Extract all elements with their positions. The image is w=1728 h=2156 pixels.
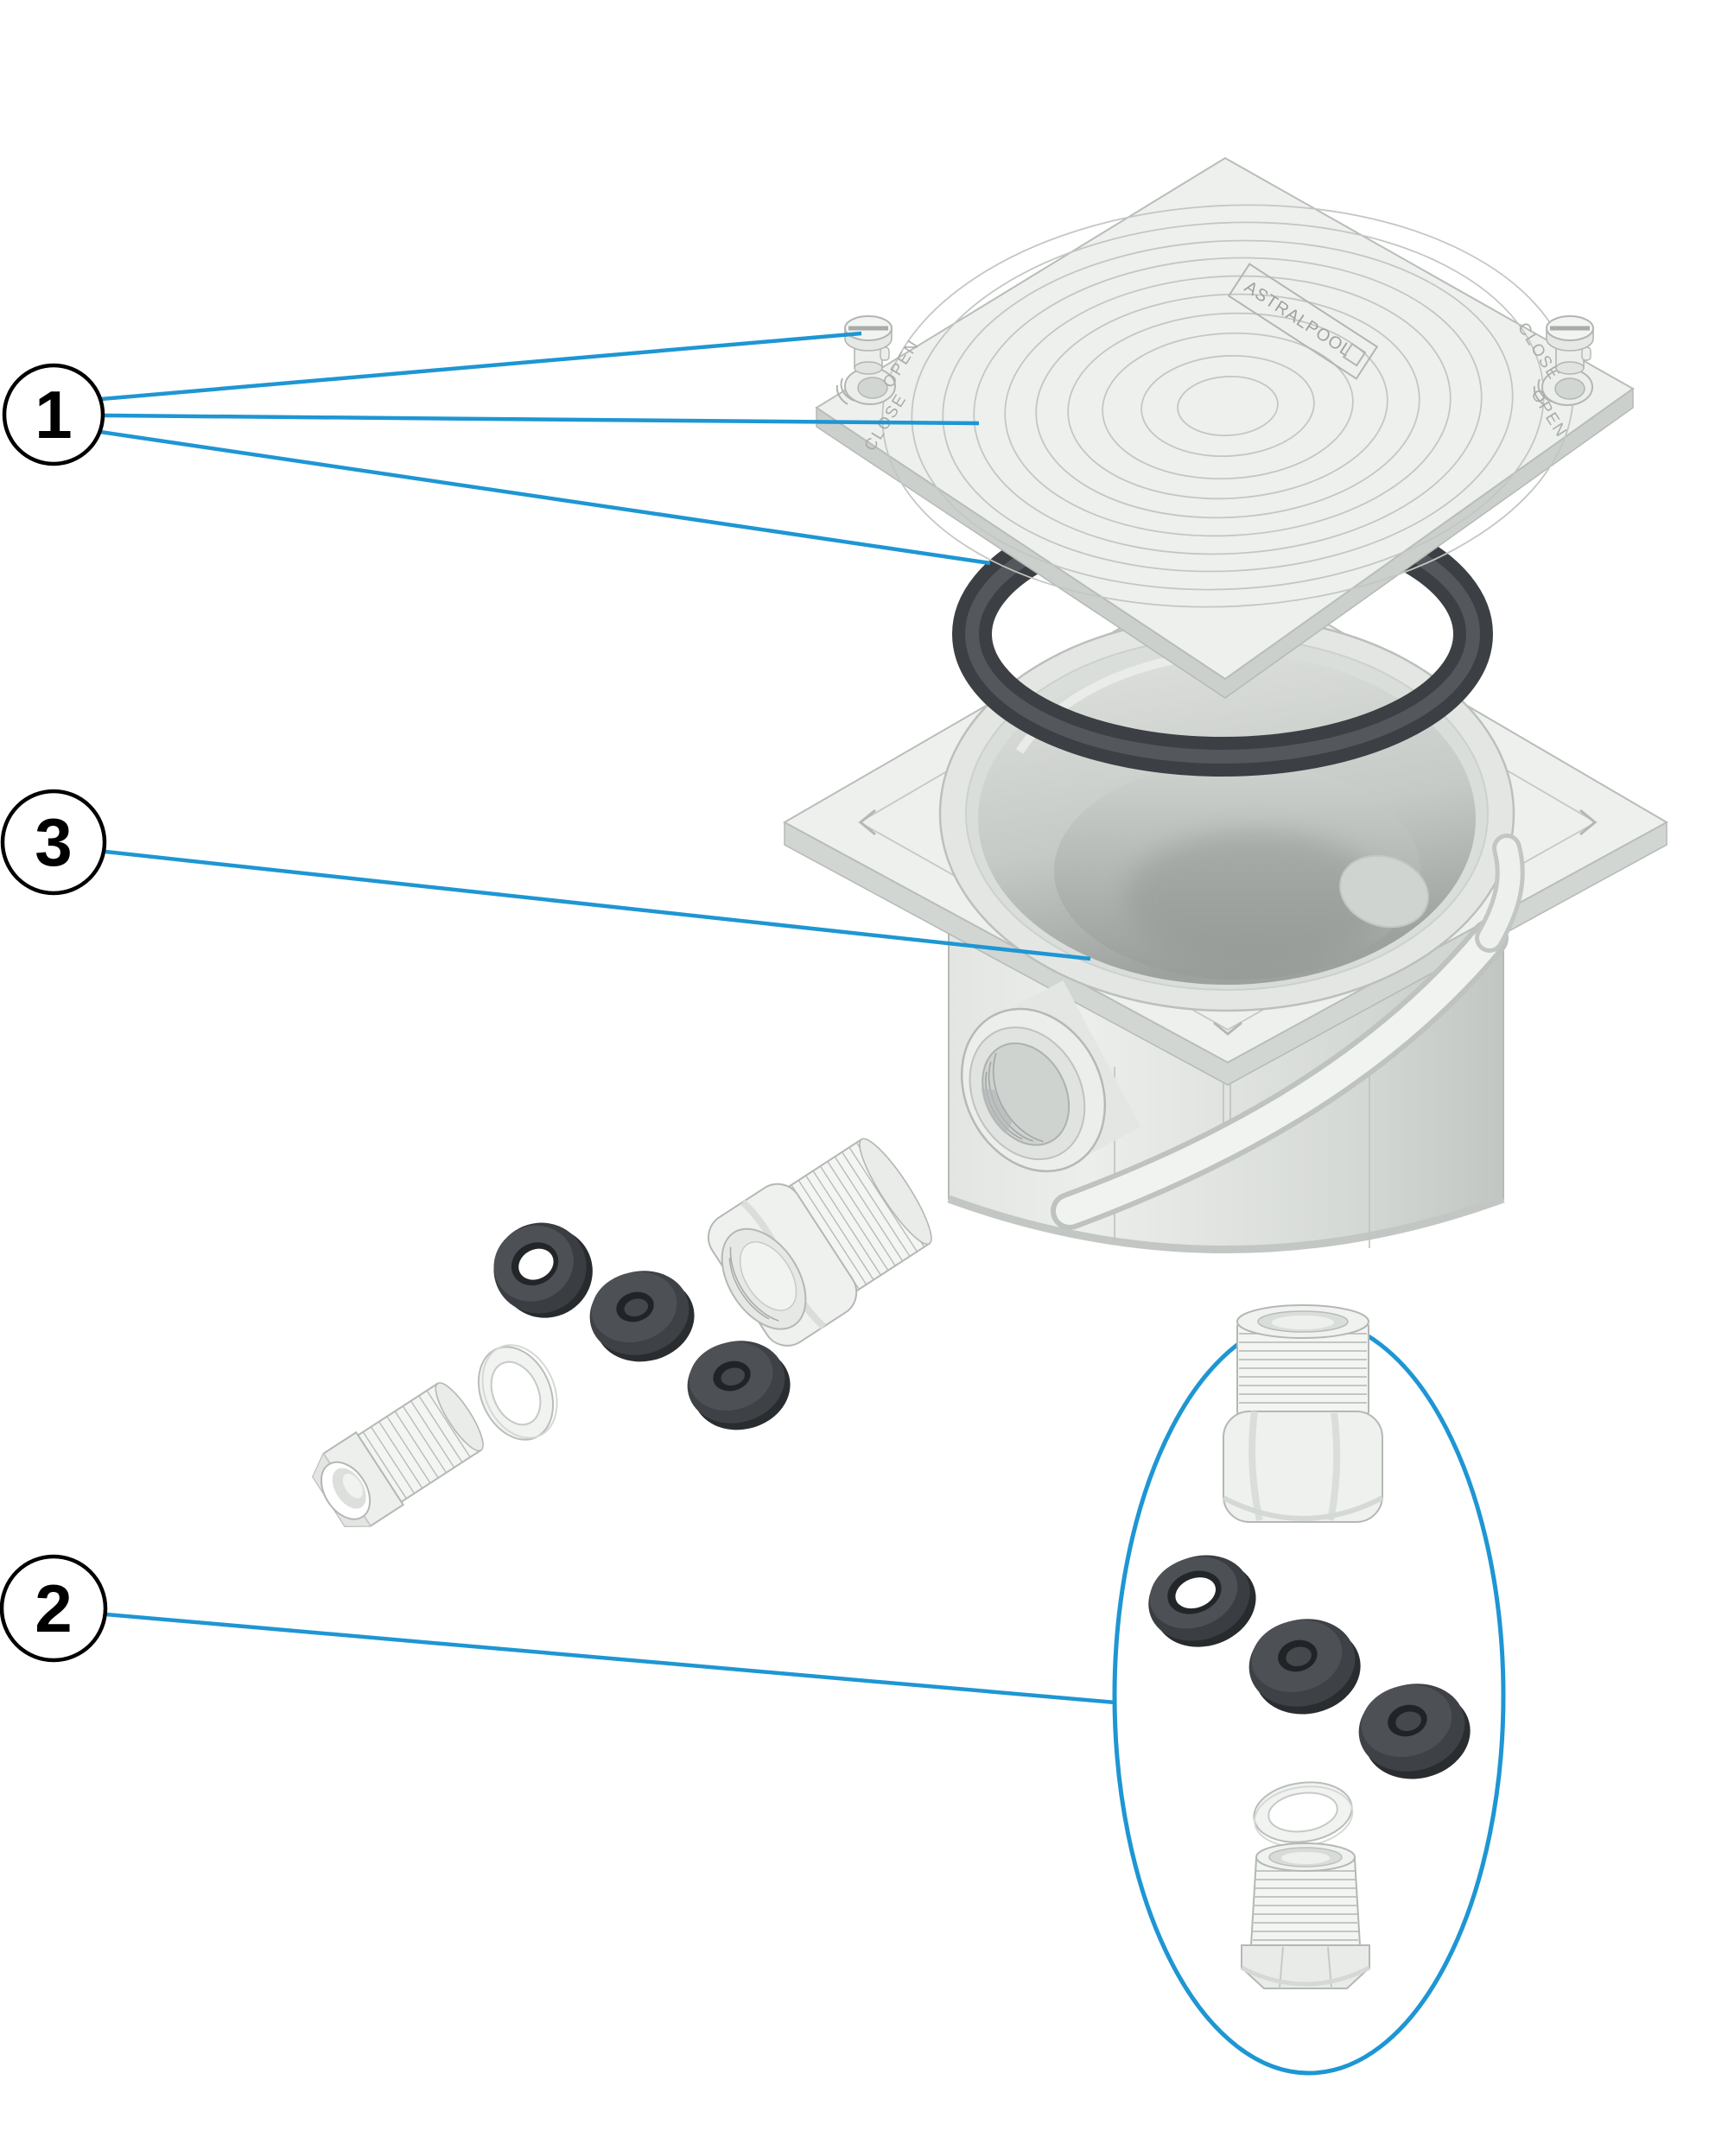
callout-3-label: 3 <box>35 804 72 880</box>
cluster-bushing-threads <box>362 1390 471 1500</box>
detail-grommet-open-hole <box>1175 1577 1217 1609</box>
flange-corner-mark-bottom <box>1213 1021 1242 1036</box>
callout-2: 2 <box>0 1554 108 1663</box>
cluster-bushing <box>312 1382 484 1527</box>
callout-1-label: 1 <box>35 377 72 453</box>
screw-hole-left-spiral <box>835 377 855 405</box>
detail-bushing <box>1240 1842 1371 1989</box>
callout-3-circle <box>0 789 107 896</box>
leader-1-screw <box>100 331 862 402</box>
detail-bushing-hex <box>1241 1944 1370 1989</box>
cluster-washer <box>477 1344 558 1441</box>
bowl-knockout-boss <box>1339 854 1429 929</box>
callout-1: 1 <box>2 363 105 466</box>
detail-group-2 <box>1112 1304 1506 2076</box>
detail-washer-hole <box>1267 1791 1338 1833</box>
callout-1-circle <box>2 363 105 466</box>
detail-grommet-2 <box>1358 1684 1471 1779</box>
leader-1-lid <box>104 413 980 426</box>
detail-grommet-open <box>1148 1555 1256 1647</box>
cluster-washer-hole <box>490 1360 542 1426</box>
body-cylinder-bottom-edge <box>947 1195 1505 1253</box>
flange-corner-mark-right <box>1579 808 1598 836</box>
cover-screw-right <box>1546 315 1594 375</box>
cover-lid: ASTRALPOOL OPEN CLOSE CLOSE OPEN <box>815 156 1635 699</box>
leader-lines <box>99 331 1116 1705</box>
callout-2-circle <box>0 1554 108 1663</box>
flange-corner-mark-left <box>858 808 876 836</box>
side-port-depth-shadow <box>982 1088 1013 1134</box>
detail-washer <box>1253 1781 1354 1848</box>
cluster-grommet-open <box>493 1222 593 1318</box>
callout-3: 3 <box>0 789 107 896</box>
cluster-adapter-bore <box>739 1241 797 1311</box>
screw-hole-right-spiral <box>1533 378 1553 406</box>
cluster-grommet-2 <box>687 1341 791 1430</box>
cluster-adapter <box>708 1138 932 1347</box>
detail-adapter-bore <box>1272 1316 1334 1329</box>
callout-2-label: 2 <box>35 1570 72 1646</box>
detail-grommet-1 <box>1248 1619 1361 1715</box>
body-strap <box>1051 834 1525 1230</box>
screw-hole-right <box>1533 368 1593 406</box>
detail-bushing-bore <box>1281 1852 1330 1864</box>
cluster-adapter-internal-threads <box>728 1246 779 1322</box>
side-port <box>960 980 1141 1173</box>
leader-1-oring <box>99 429 991 566</box>
bowl-shadow <box>1125 831 1384 966</box>
brand-logo-mark <box>1342 342 1367 367</box>
cluster-grommet-open-hole <box>518 1248 554 1280</box>
cluster-grommet-1 <box>589 1271 695 1362</box>
detail-adapter <box>1222 1304 1384 1523</box>
detail-adapter-grip <box>1248 1411 1341 1521</box>
screw-hole-left <box>835 367 896 405</box>
leader-3-body <box>105 849 1091 961</box>
leader-2-detail <box>105 1612 1116 1705</box>
